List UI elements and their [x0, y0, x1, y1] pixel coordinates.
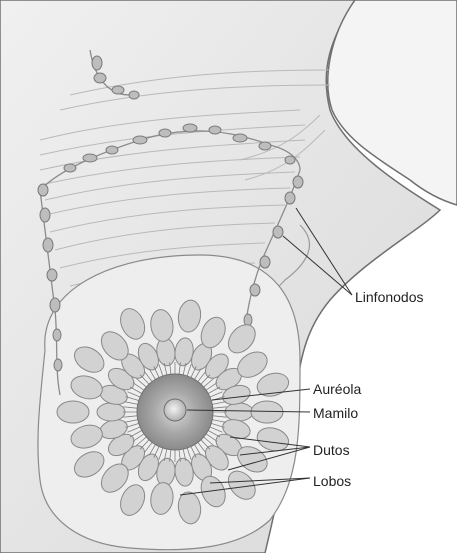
- lymph-node-icon: [92, 56, 102, 70]
- lymph-node-icon: [209, 126, 221, 134]
- label-ducts: Dutos: [313, 442, 350, 458]
- lymph-node-icon: [53, 329, 61, 341]
- breast-lobe-icon: [251, 401, 283, 423]
- lymph-node-icon: [250, 284, 260, 296]
- lymph-node-icon: [183, 124, 197, 132]
- label-nipple: Mamilo: [313, 405, 358, 421]
- lymph-node-icon: [94, 73, 106, 83]
- lymph-node-icon: [43, 238, 53, 252]
- breast-lobe-icon: [97, 403, 125, 421]
- lymph-node-icon: [40, 208, 50, 222]
- lymph-node-icon: [50, 298, 60, 312]
- lymph-node-icon: [159, 129, 171, 137]
- lymph-node-icon: [106, 146, 118, 154]
- lymph-node-icon: [260, 256, 270, 268]
- breast-lobe-icon: [57, 401, 89, 423]
- lymph-node-icon: [129, 91, 139, 99]
- lymph-node-icon: [64, 164, 76, 172]
- breast-lobe-icon: [225, 403, 253, 421]
- label-areola: Auréola: [313, 381, 361, 397]
- lymph-node-icon: [285, 156, 295, 164]
- lymph-node-icon: [83, 154, 97, 162]
- lymph-node-icon: [285, 192, 295, 204]
- label-lobes: Lobos: [313, 473, 351, 489]
- lymph-node-icon: [273, 226, 283, 238]
- lymph-node-icon: [54, 359, 62, 371]
- lymph-node-icon: [244, 314, 252, 326]
- label-lymph-nodes: Linfonodos: [355, 289, 424, 305]
- lymph-node-icon: [112, 86, 124, 94]
- lymph-node-icon: [233, 134, 247, 142]
- lymph-node-icon: [293, 176, 303, 188]
- nipple: [164, 399, 186, 421]
- lymph-node-icon: [47, 269, 57, 281]
- lymph-node-icon: [133, 136, 147, 144]
- lymph-node-icon: [38, 184, 48, 196]
- lymph-node-icon: [259, 142, 271, 150]
